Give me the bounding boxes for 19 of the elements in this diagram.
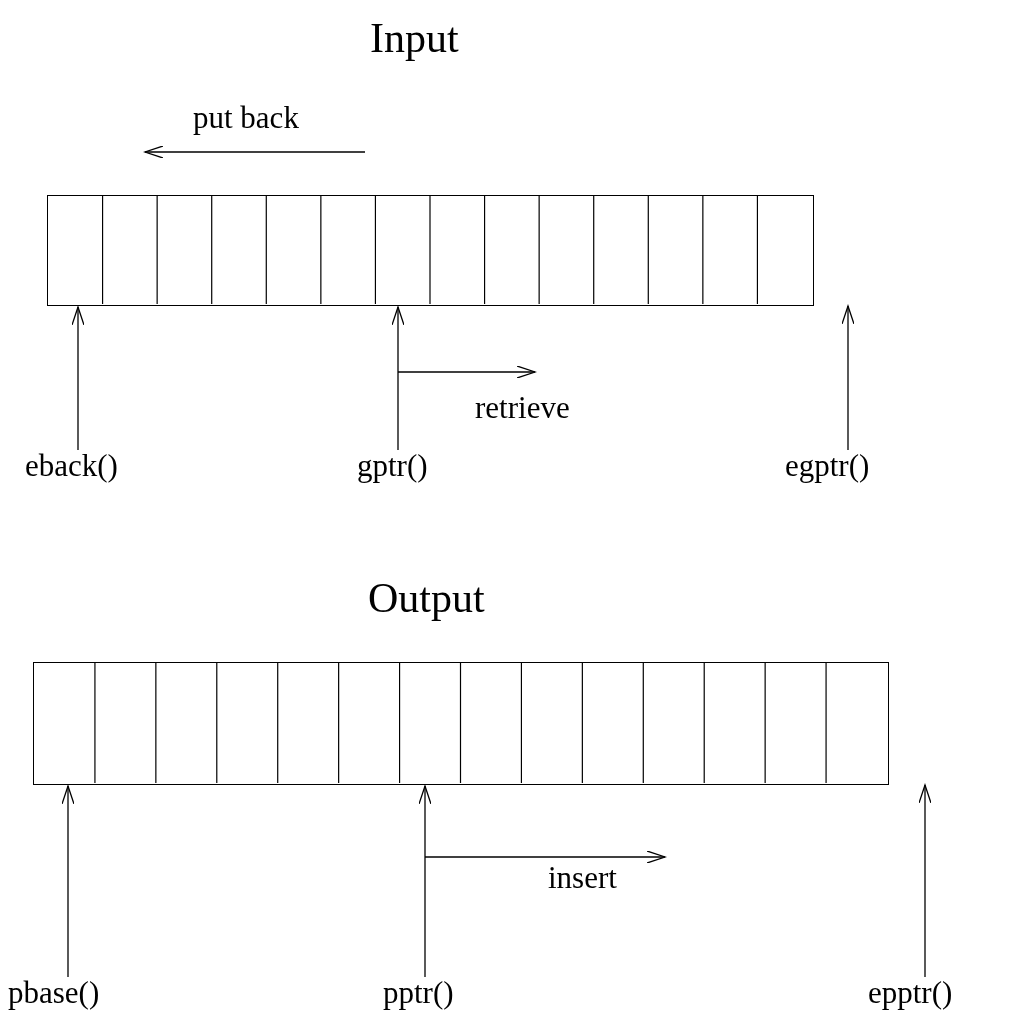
pointer-label: gptr() bbox=[357, 448, 428, 484]
pointer-arrow bbox=[391, 306, 405, 451]
section-heading: Input bbox=[370, 14, 459, 62]
pointer-arrow bbox=[841, 305, 855, 451]
direction-label: put back bbox=[193, 100, 299, 136]
pointer-label: eback() bbox=[25, 448, 118, 484]
pointer-label: epptr() bbox=[868, 975, 953, 1011]
direction-label: retrieve bbox=[475, 390, 570, 426]
section-heading: Output bbox=[368, 574, 485, 622]
buffer-array bbox=[47, 195, 814, 306]
pointer-label: pbase() bbox=[8, 975, 100, 1011]
direction-label: insert bbox=[548, 860, 617, 896]
buffer-array bbox=[33, 662, 889, 785]
pointer-label: pptr() bbox=[383, 975, 454, 1011]
pointer-arrow bbox=[71, 306, 85, 451]
pointer-arrow bbox=[418, 785, 432, 978]
pointer-arrow bbox=[61, 785, 75, 978]
pointer-arrow bbox=[918, 784, 932, 978]
pointer-label: egptr() bbox=[785, 448, 870, 484]
